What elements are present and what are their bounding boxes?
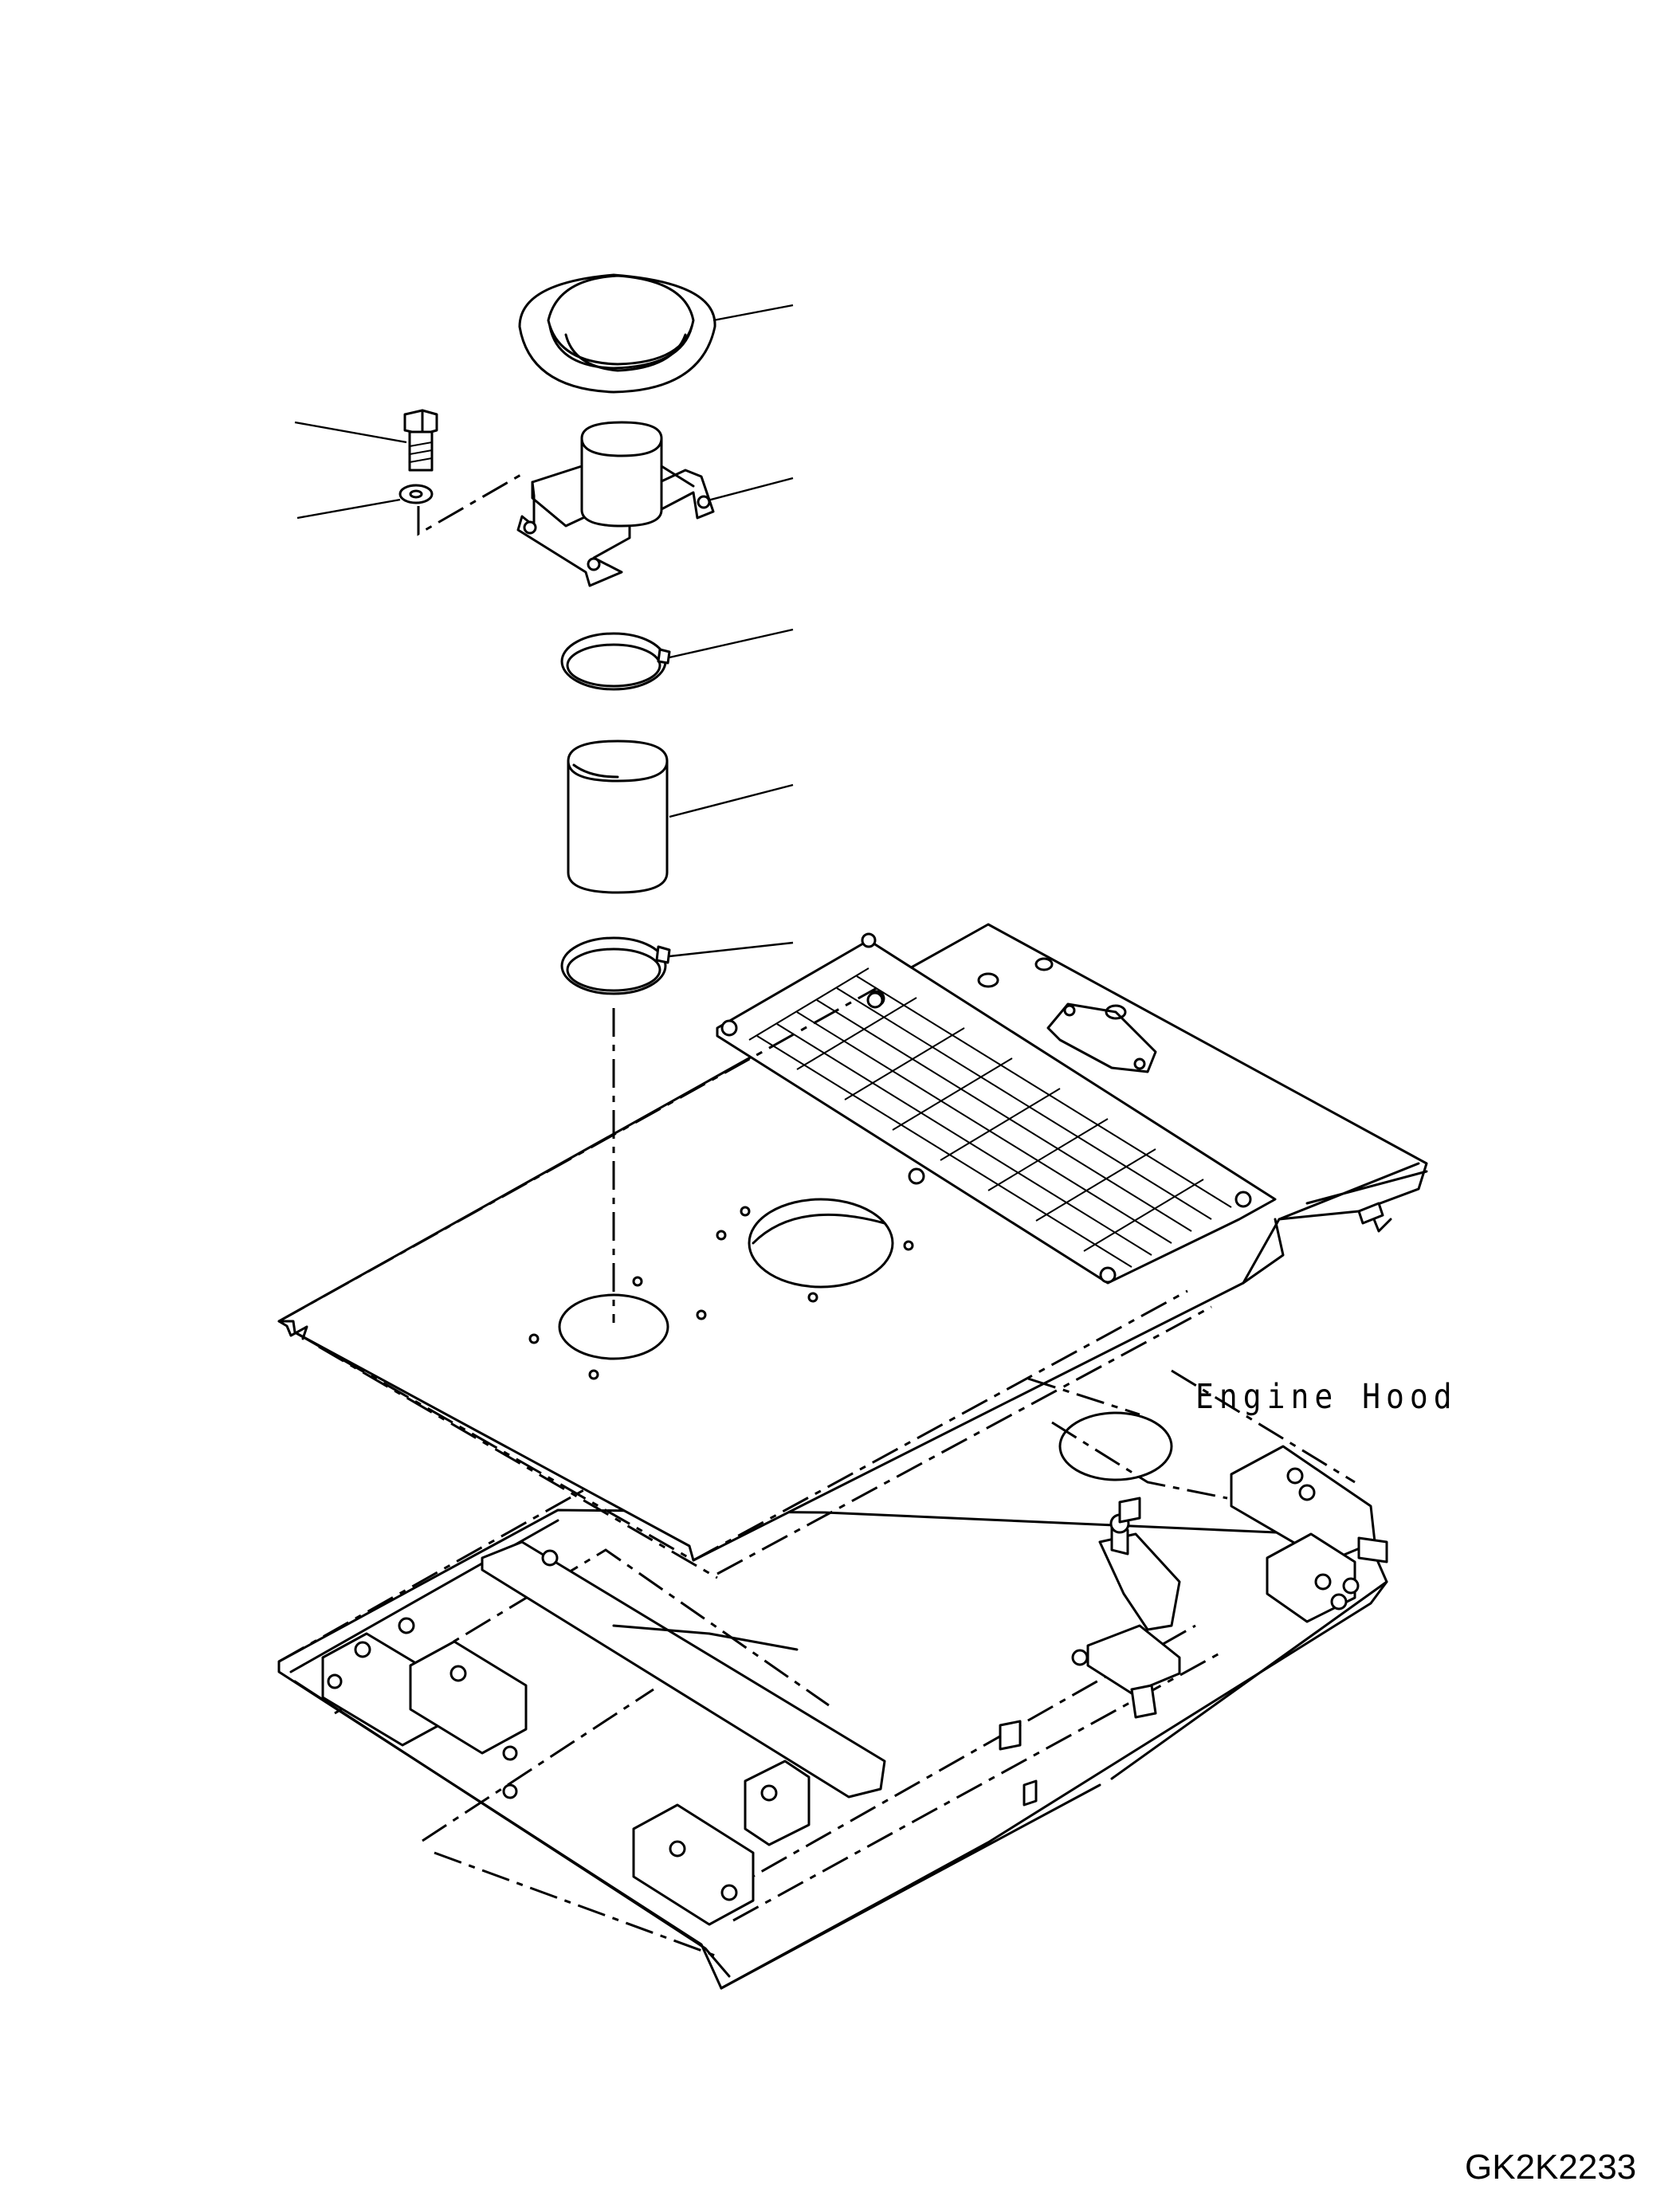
leader-washer — [296, 498, 401, 520]
leader-rain-cap — [712, 304, 794, 322]
leader-bracket — [707, 477, 794, 502]
leader-lower-clamp — [669, 941, 794, 958]
engine-hood-panel — [277, 923, 1428, 1562]
washer — [398, 484, 434, 504]
exhaust-bracket — [516, 421, 715, 587]
leader-bolt — [294, 421, 407, 444]
engine-hood-label: Engine Hood — [1195, 1377, 1458, 1417]
drawing-code: GK2K2233 — [1465, 2148, 1637, 2187]
leader-upper-clamp — [669, 628, 794, 659]
rain-cap — [518, 273, 716, 394]
bolt — [403, 409, 438, 472]
pipe-hose — [567, 740, 669, 894]
hood-base-frame — [277, 1369, 1388, 1990]
lower-hose-clamp — [560, 936, 671, 995]
grille-slots — [748, 967, 1232, 1268]
upper-hose-clamp — [560, 632, 671, 691]
leader-pipe — [669, 783, 794, 818]
